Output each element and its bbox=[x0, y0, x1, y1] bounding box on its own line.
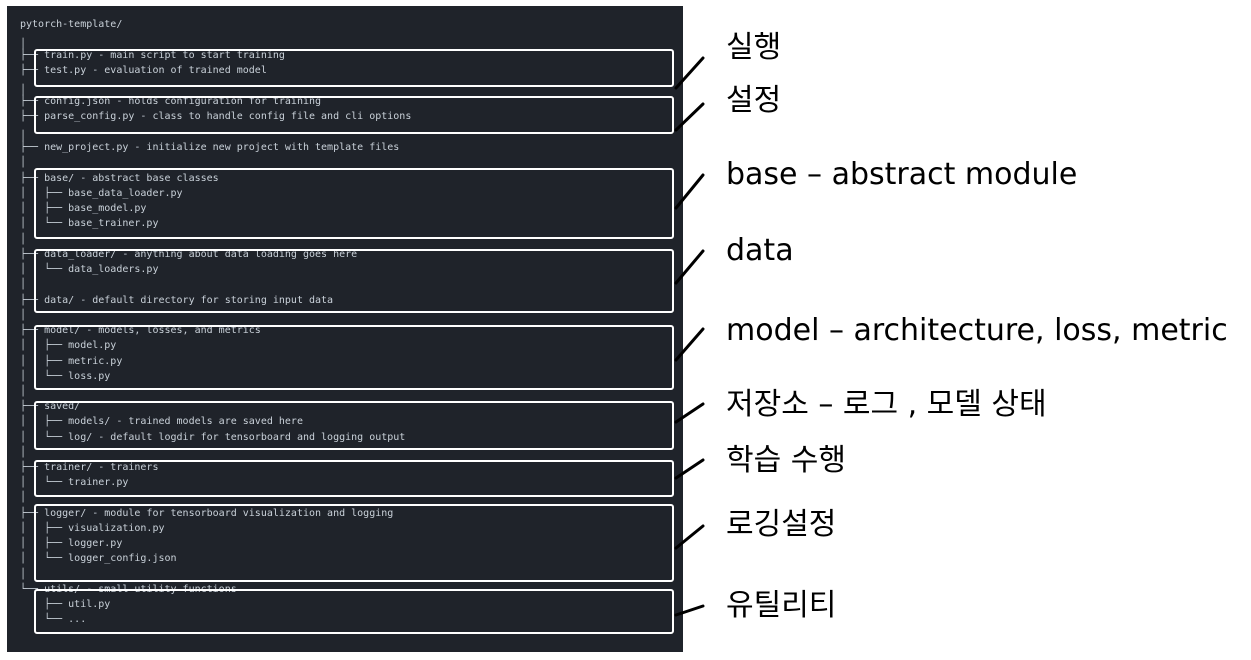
tree-line: │ ├── models/ - trained models are saved… bbox=[20, 416, 303, 427]
tree-line: │ bbox=[20, 157, 27, 168]
tree-line: ├── base/ - abstract base classes bbox=[20, 173, 219, 184]
group-box bbox=[34, 325, 674, 390]
tree-line: │ └── data_loaders.py bbox=[20, 264, 159, 275]
tree-line: │ bbox=[20, 569, 27, 580]
group-box bbox=[34, 249, 674, 313]
tree-line: pytorch-template/ bbox=[20, 19, 123, 30]
annotation-label: 학습 수행 bbox=[726, 443, 846, 478]
tree-line: │ ├── model.py bbox=[20, 340, 117, 351]
connector-line bbox=[674, 458, 705, 480]
connector-line bbox=[674, 173, 705, 210]
tree-line: ├── saved/ bbox=[20, 401, 81, 412]
tree-line: │ ├── visualization.py bbox=[20, 523, 165, 534]
group-box bbox=[34, 49, 674, 87]
tree-line: │ └── base_trainer.py bbox=[20, 218, 159, 229]
connector-line bbox=[674, 102, 705, 132]
connector-line bbox=[674, 524, 705, 550]
tree-line: ├── parse_config.py - class to handle co… bbox=[20, 111, 412, 122]
tree-line: ├── config.json - holds configuration fo… bbox=[20, 96, 322, 107]
connector-line bbox=[674, 327, 705, 362]
tree-line: ├── util.py bbox=[20, 599, 111, 610]
annotation-label: 유틸리티 bbox=[726, 588, 837, 623]
group-box bbox=[34, 401, 674, 450]
tree-line: ├── trainer/ - trainers bbox=[20, 462, 159, 473]
annotation-label: 실행 bbox=[726, 30, 782, 65]
connector-line bbox=[674, 402, 705, 424]
tree-line: │ bbox=[20, 310, 27, 321]
tree-line: │ bbox=[20, 447, 27, 458]
group-box bbox=[34, 460, 674, 497]
annotation-label: 설정 bbox=[726, 83, 782, 118]
tree-line: │ bbox=[20, 279, 27, 290]
group-box bbox=[34, 589, 674, 634]
tree-line: │ └── trainer.py bbox=[20, 477, 129, 488]
tree-line: │ ├── base_model.py bbox=[20, 203, 147, 214]
code-panel bbox=[7, 6, 683, 652]
tree-line: │ bbox=[20, 492, 27, 503]
connector-line bbox=[674, 604, 705, 617]
tree-line: │ bbox=[20, 131, 27, 142]
tree-line: │ └── loss.py bbox=[20, 371, 111, 382]
annotation-label: base – abstract module bbox=[726, 157, 1078, 192]
tree-line: ├── train.py - main script to start trai… bbox=[20, 50, 285, 61]
tree-line: ├── model/ - models, losses, and metrics bbox=[20, 325, 261, 336]
group-box bbox=[34, 96, 674, 134]
annotation-label: data bbox=[726, 233, 794, 268]
connector-line bbox=[674, 56, 705, 90]
tree-line: ├── logger/ - module for tensorboard vis… bbox=[20, 508, 394, 519]
tree-line: ├── data/ - default directory for storin… bbox=[20, 295, 334, 306]
tree-line: ├── data_loader/ - anything about data l… bbox=[20, 249, 358, 260]
connector-line bbox=[674, 249, 705, 285]
tree-line: │ └── log/ - default logdir for tensorbo… bbox=[20, 432, 406, 443]
group-box bbox=[34, 168, 674, 239]
tree-line: │ bbox=[20, 39, 27, 50]
tree-line: │ bbox=[20, 386, 27, 397]
tree-line: ├── new_project.py - initialize new proj… bbox=[20, 142, 400, 153]
tree-line: │ ├── metric.py bbox=[20, 356, 123, 367]
annotation-label: model – architecture, loss, metric bbox=[726, 313, 1228, 348]
group-box bbox=[34, 504, 674, 582]
tree-line: │ bbox=[20, 85, 27, 96]
tree-line: │ ├── logger.py bbox=[20, 538, 123, 549]
annotation-label: 로깅설정 bbox=[726, 507, 837, 542]
tree-line: │ bbox=[20, 234, 27, 245]
annotation-label: 저장소 – 로그 , 모델 상태 bbox=[726, 387, 1047, 422]
tree-line: └── ... bbox=[20, 614, 87, 625]
tree-line: │ ├── base_data_loader.py bbox=[20, 188, 183, 199]
tree-line: ├── test.py - evaluation of trained mode… bbox=[20, 65, 267, 76]
tree-line: │ └── logger_config.json bbox=[20, 553, 177, 564]
